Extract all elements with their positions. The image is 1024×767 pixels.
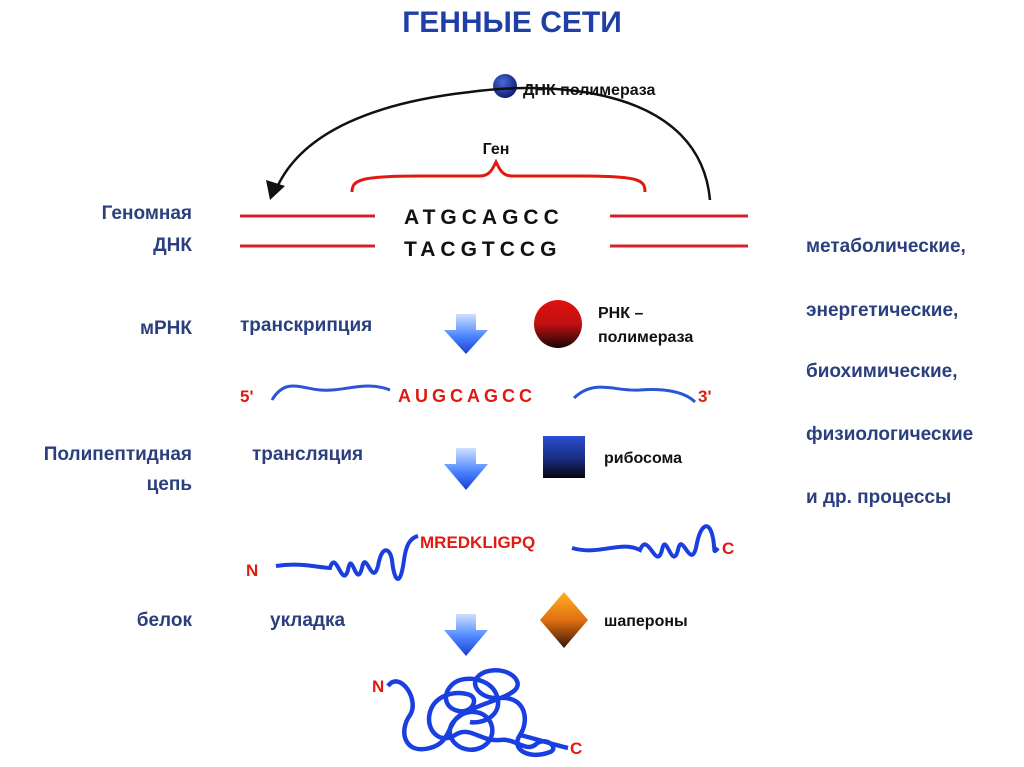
folded-protein [386, 668, 569, 758]
dna-top-sequence: ATGCAGCC [404, 206, 564, 229]
label-mrna: мРНК [140, 318, 192, 339]
folding-arrow-icon [444, 614, 488, 656]
mrna-strand-right [572, 385, 697, 404]
peptide-sequence: MREDKLIGPQ [420, 533, 535, 552]
dna-polymerase-label: ДНК полимераза [523, 82, 656, 99]
chaperones-label: шапероны [604, 613, 688, 630]
gene-brace [350, 158, 647, 193]
process-1: метаболические, [806, 236, 966, 257]
transcription-arrow-icon [444, 314, 488, 354]
peptide-n-terminus: N [246, 561, 258, 580]
peptide-c-terminus: C [722, 539, 734, 558]
rna-polymerase-label-2: полимераза [598, 329, 693, 346]
process-2: энергетические, [806, 300, 958, 321]
process-4: физиологические [806, 424, 973, 445]
ribosome-icon [543, 436, 585, 478]
label-protein: белок [137, 610, 193, 631]
mrna-five-prime: 5' [240, 387, 254, 406]
polypeptide-chain-left [275, 534, 419, 581]
chaperone-icon [540, 592, 588, 648]
dna-bottom-sequence: TACGTCCG [404, 238, 561, 261]
folded-n-terminus: N [372, 677, 384, 696]
translation-arrow-icon [444, 448, 488, 490]
rna-polymerase-icon [534, 300, 582, 348]
replication-arrowhead [266, 180, 285, 200]
label-genomic: Геномная [102, 203, 192, 224]
folding-label: укладка [270, 610, 346, 631]
polypeptide-chain-right [571, 524, 720, 559]
transcription-label: транскрипция [240, 315, 372, 336]
label-chain: цепь [147, 474, 192, 495]
folded-c-terminus: C [570, 739, 582, 758]
ribosome-label: рибосома [604, 450, 682, 467]
mrna-three-prime: 3' [698, 387, 712, 406]
dna-polymerase-icon [493, 74, 517, 98]
translation-label: трансляция [252, 444, 363, 465]
genomic-dna [240, 214, 748, 248]
mrna-strand-left [270, 384, 391, 401]
label-dna: ДНК [153, 235, 192, 256]
replication-arrow [273, 86, 712, 201]
mrna-sequence: AUGCAGCC [398, 386, 536, 406]
process-3: биохимические, [806, 361, 957, 382]
rna-polymerase-label-1: РНК – [598, 305, 643, 322]
gene-label: Ген [483, 141, 510, 158]
process-5: и др. процессы [806, 487, 951, 508]
label-polypeptide: Полипептидная [44, 444, 192, 465]
diagram-title: ГЕННЫЕ СЕТИ [402, 6, 622, 39]
